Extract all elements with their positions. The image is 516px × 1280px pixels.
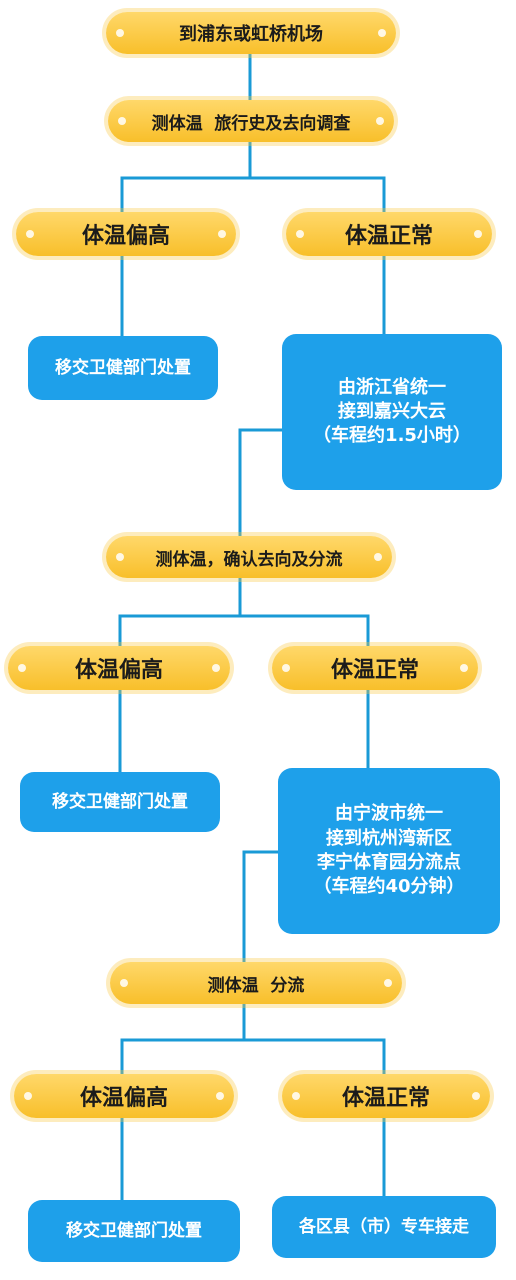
check2-label: 测体温，确认去向及分流	[155, 549, 343, 570]
pill-cap-right	[376, 117, 384, 125]
pill-cap-right	[460, 664, 468, 672]
check2-normal-action-line: 由宁波市统一	[335, 803, 443, 825]
check3-high-label: 体温偏高	[79, 1086, 168, 1111]
check2-normal-action-line: （车程约40分钟）	[313, 876, 465, 898]
pill-cap-right	[374, 553, 382, 561]
pill-cap-left	[18, 664, 26, 672]
check3-normal-action-box: 各区县（市）专车接走	[272, 1196, 496, 1258]
check3-high-action-text: 移交卫健部门处置	[66, 1220, 202, 1241]
check3-step: 测体温 分流	[110, 962, 402, 1004]
check1-high-temp: 体温偏高	[16, 212, 236, 256]
check2-normal-temp: 体温正常	[272, 646, 478, 690]
check2-high-action-box: 移交卫健部门处置	[20, 772, 220, 832]
pill-cap-left	[292, 1092, 300, 1100]
check1-high-action-box: 移交卫健部门处置	[28, 336, 218, 400]
check1-step: 测体温 旅行史及去向调查	[108, 100, 394, 142]
pill-cap-right	[212, 664, 220, 672]
check2-high-temp: 体温偏高	[8, 646, 230, 690]
pill-cap-left	[282, 664, 290, 672]
pill-cap-right	[472, 1092, 480, 1100]
pill-cap-left	[118, 117, 126, 125]
check1-high-action-text: 移交卫健部门处置	[55, 357, 191, 378]
check2-high-action-text: 移交卫健部门处置	[52, 791, 188, 812]
pill-cap-right	[216, 1092, 224, 1100]
check3-label: 测体温 分流	[207, 975, 305, 996]
check3-normal-label: 体温正常	[341, 1086, 430, 1111]
pill-cap-left	[120, 979, 128, 987]
check3-high-temp: 体温偏高	[14, 1074, 234, 1118]
check1-normal-label: 体温正常	[344, 224, 433, 249]
check2-normal-action-line: 接到杭州湾新区	[326, 827, 452, 849]
connector	[238, 428, 284, 538]
check1-high-label: 体温偏高	[81, 224, 170, 249]
check1-normal-action-line: （车程约1.5小时）	[313, 425, 471, 447]
check1-label: 测体温 旅行史及去向调查	[151, 113, 351, 134]
pill-cap-right	[474, 230, 482, 238]
arrive-airport-step: 到浦东或虹桥机场	[106, 12, 396, 54]
pill-cap-left	[116, 29, 124, 37]
check1-normal-action-line: 接到嘉兴大云	[338, 400, 446, 422]
check1-normal-action-box: 由浙江省统一 接到嘉兴大云 （车程约1.5小时）	[282, 334, 502, 490]
check1-normal-action-line: 由浙江省统一	[338, 376, 446, 398]
connector	[242, 850, 280, 964]
check3-high-action-box: 移交卫健部门处置	[28, 1200, 240, 1262]
pill-cap-left	[26, 230, 34, 238]
check3-normal-action-text: 各区县（市）专车接走	[299, 1216, 469, 1237]
check1-normal-temp: 体温正常	[286, 212, 492, 256]
check3-normal-temp: 体温正常	[282, 1074, 490, 1118]
pill-cap-right	[378, 29, 386, 37]
check2-normal-label: 体温正常	[330, 658, 419, 683]
pill-cap-left	[116, 553, 124, 561]
pill-cap-right	[384, 979, 392, 987]
pill-cap-left	[24, 1092, 32, 1100]
check2-normal-action-line: 李宁体育园分流点	[317, 852, 461, 873]
pill-cap-right	[218, 230, 226, 238]
check2-normal-action-box: 由宁波市统一 接到杭州湾新区 李宁体育园分流点 （车程约40分钟）	[278, 768, 500, 934]
check2-high-label: 体温偏高	[74, 658, 163, 683]
pill-cap-left	[296, 230, 304, 238]
check2-step: 测体温，确认去向及分流	[106, 536, 392, 578]
arrive-airport-label: 到浦东或虹桥机场	[179, 24, 323, 45]
